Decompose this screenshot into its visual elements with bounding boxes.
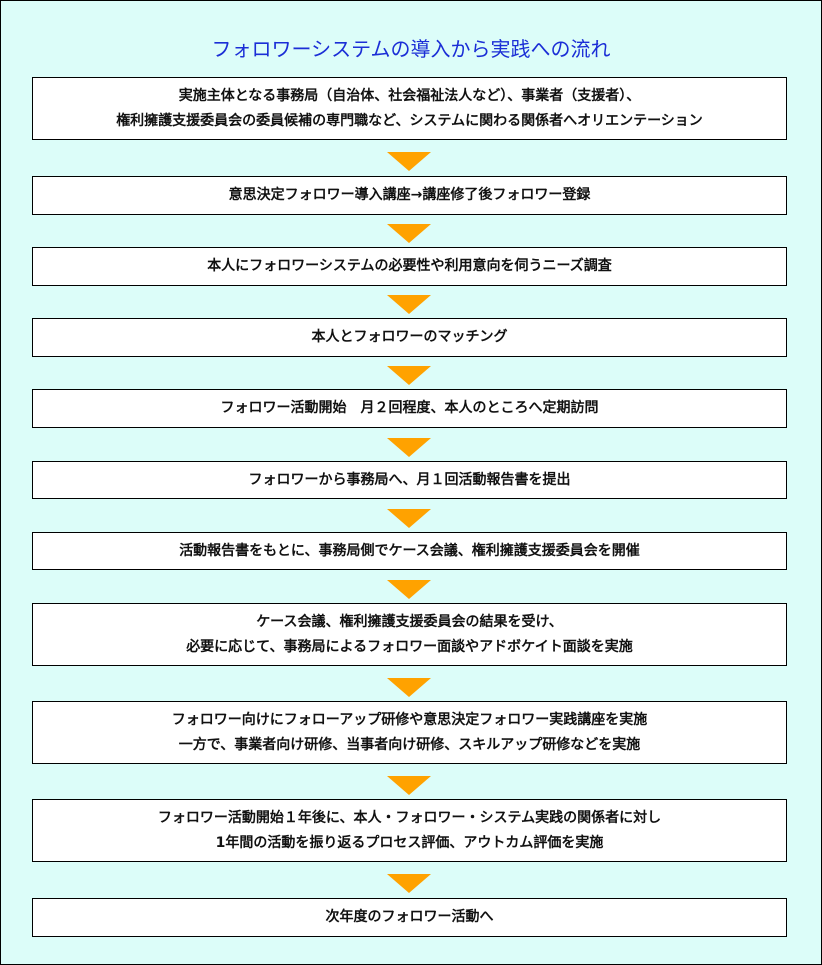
- step-line: 本人とフォロワーのマッチング: [311, 329, 508, 345]
- step-line: 必要に応じて、事務局によるフォロワー面談やアドボケイト面談を実施: [186, 638, 633, 655]
- step-5-visits: フォロワー活動開始 月２回程度、本人のところへ定期訪問: [32, 389, 787, 428]
- down-arrow-icon: [387, 678, 431, 697]
- step-6-report: フォロワーから事務局へ、月１回活動報告書を提出: [32, 461, 787, 499]
- step-line: 権利擁護支援委員会の委員候補の専門職など、システムに関わる関係者へオリエンテーシ…: [116, 112, 703, 129]
- step-line: 1年間の活動を振り返るプロセス評価、アウトカム評価を実施: [215, 834, 604, 851]
- step-9-followup-training: フォロワー向けにフォローアップ研修や意思決定フォロワー実践講座を実施 一方で、事…: [32, 701, 787, 764]
- step-line: 意思決定フォロワー導入講座→講座修了後フォロワー登録: [228, 187, 591, 203]
- step-7-case-meeting: 活動報告書をもとに、事務局側でケース会議、権利擁護支援委員会を開催: [32, 532, 787, 570]
- step-line: 次年度のフォロワー活動へ: [325, 909, 494, 925]
- step-line: 本人にフォロワーシステムの必要性や利用意向を伺うニーズ調査: [207, 258, 612, 274]
- down-arrow-icon: [387, 509, 431, 528]
- step-2-training: 意思決定フォロワー導入講座→講座修了後フォロワー登録: [32, 176, 787, 215]
- down-arrow-icon: [387, 152, 431, 171]
- step-10-evaluation: フォロワー活動開始１年後に、本人・フォロワー・システム実践の関係者に対し 1年間…: [32, 799, 787, 862]
- step-line: 実施主体となる事務局（自治体、社会福祉法人など）、事業者（支援者）、: [178, 87, 641, 104]
- down-arrow-icon: [387, 874, 431, 893]
- down-arrow-icon: [387, 776, 431, 795]
- step-line: フォロワーから事務局へ、月１回活動報告書を提出: [248, 471, 571, 488]
- step-3-needs-survey: 本人にフォロワーシステムの必要性や利用意向を伺うニーズ調査: [32, 247, 787, 286]
- down-arrow-icon: [387, 580, 431, 599]
- step-line: 活動報告書をもとに、事務局側でケース会議、権利擁護支援委員会を開催: [179, 542, 640, 559]
- step-11-next-year: 次年度のフォロワー活動へ: [32, 898, 787, 937]
- step-1-orientation: 実施主体となる事務局（自治体、社会福祉法人など）、事業者（支援者）、 権利擁護支…: [32, 77, 787, 140]
- diagram-title: フォロワーシステムの導入から実践への流れ: [211, 37, 611, 61]
- down-arrow-icon: [387, 438, 431, 457]
- step-line: フォロワー向けにフォローアップ研修や意思決定フォロワー実践講座を実施: [171, 711, 648, 728]
- step-4-matching: 本人とフォロワーのマッチング: [32, 318, 787, 357]
- down-arrow-icon: [387, 224, 431, 243]
- step-line: フォロワー活動開始 月２回程度、本人のところへ定期訪問: [220, 400, 599, 416]
- down-arrow-icon: [387, 295, 431, 314]
- step-line: ケース会議、権利擁護支援委員会の結果を受け、: [256, 613, 563, 630]
- down-arrow-icon: [387, 366, 431, 385]
- step-8-interviews: ケース会議、権利擁護支援委員会の結果を受け、 必要に応じて、事務局によるフォロワ…: [32, 603, 787, 666]
- step-line: 一方で、事業者向け研修、当事者向け研修、スキルアップ研修などを実施: [178, 736, 641, 753]
- step-line: フォロワー活動開始１年後に、本人・フォロワー・システム実践の関係者に対し: [157, 809, 662, 826]
